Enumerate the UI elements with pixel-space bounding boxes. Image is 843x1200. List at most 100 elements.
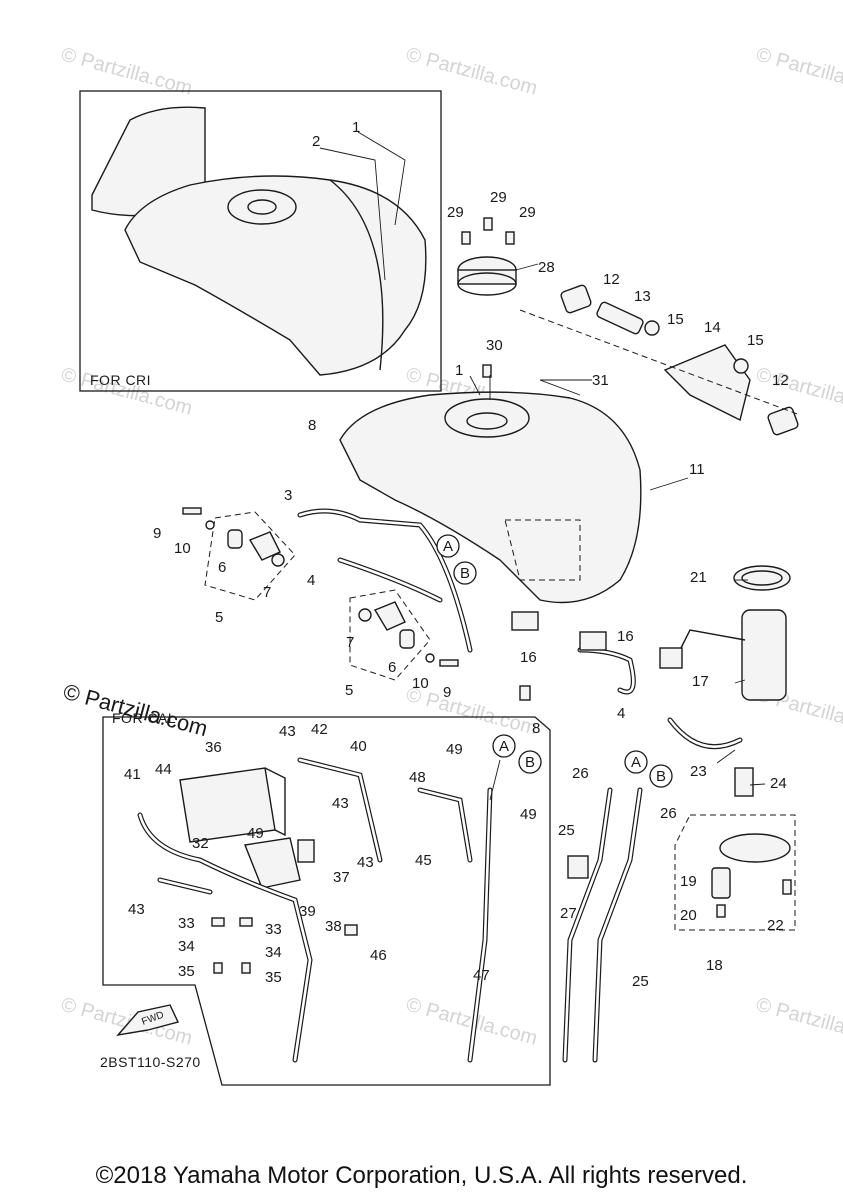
hose — [298, 509, 472, 652]
bolt-icon — [482, 364, 492, 378]
cal-box-label: FOR CAL — [112, 710, 176, 726]
callout-4: 4 — [617, 705, 625, 722]
bolt-icon — [344, 924, 358, 936]
watermark-text: © Partzilla.com — [754, 994, 843, 1050]
callout-1: 1 — [352, 119, 360, 136]
callout-1: 1 — [455, 362, 463, 379]
hose — [577, 647, 636, 695]
hose — [593, 788, 642, 1062]
filler-neck-inner — [466, 412, 508, 430]
retainer-ring-icon — [719, 833, 791, 863]
callout-28: 28 — [538, 259, 555, 276]
callout-29: 29 — [447, 204, 464, 221]
callout-40: 40 — [350, 738, 367, 755]
callout-43: 43 — [128, 901, 145, 918]
bolt-icon — [782, 879, 792, 895]
connector-b-marker — [453, 561, 477, 585]
callout-5: 5 — [345, 682, 353, 699]
callout-4: 4 — [307, 572, 315, 589]
callout-35: 35 — [178, 963, 195, 980]
damper-icon — [248, 531, 281, 561]
cap-ring-side — [457, 269, 517, 285]
copyright-notice: ©2018 Yamaha Motor Corporation, U.S.A. A… — [95, 1162, 748, 1189]
mount-group-outline — [204, 511, 296, 601]
fuel-cap-ring-assembly — [457, 217, 517, 378]
callout-45: 45 — [415, 852, 432, 869]
callout-47: 47 — [473, 967, 490, 984]
callout-10: 10 — [412, 675, 429, 692]
left-mount-upper — [182, 507, 296, 601]
damper-icon — [560, 284, 592, 314]
bolt-icon — [213, 962, 223, 974]
callout-6: 6 — [388, 659, 396, 676]
callout-7: 7 — [346, 634, 354, 651]
hose — [158, 878, 212, 894]
callout-11: 11 — [689, 461, 705, 478]
callout-12: 12 — [772, 372, 789, 389]
pump-opening-hidden — [504, 519, 581, 581]
regulator-icon — [711, 867, 731, 899]
connector-a-marker — [624, 750, 648, 774]
cal-frame — [102, 716, 551, 1086]
callout-8: 8 — [532, 720, 540, 737]
callout-31: 31 — [592, 372, 609, 389]
leader-line — [539, 379, 592, 396]
callout-20: 20 — [680, 907, 697, 924]
bolt-icon — [483, 217, 493, 231]
callout-6: 6 — [218, 559, 226, 576]
bolt-icon — [461, 231, 471, 245]
bracket-assembly — [519, 284, 801, 436]
callout-34: 34 — [178, 938, 195, 955]
hose — [418, 788, 472, 862]
bolt-icon — [182, 507, 202, 515]
damper-icon — [358, 608, 372, 622]
callout-49: 49 — [520, 806, 537, 823]
connector-markers: A B A B A B — [436, 534, 673, 788]
bolt-icon — [644, 320, 660, 336]
connector-b-label: B — [460, 565, 470, 582]
hose — [563, 788, 612, 1062]
callout-15: 15 — [747, 332, 764, 349]
callout-44: 44 — [155, 761, 172, 778]
callout-23: 23 — [690, 763, 707, 780]
diagram-code: 2BST110-S270 — [100, 1054, 201, 1070]
callout-48: 48 — [409, 769, 426, 786]
callout-37: 37 — [333, 869, 350, 886]
callout-26: 26 — [660, 805, 677, 822]
supply-hoses — [562, 787, 643, 1063]
cri-filler-cap-ring — [247, 199, 277, 215]
leader-line — [749, 783, 766, 786]
bolt-icon — [505, 231, 515, 245]
callout-42: 42 — [311, 721, 328, 738]
callout-16: 16 — [520, 649, 537, 666]
connector-b-marker — [649, 764, 673, 788]
fwd-arrow-icon — [116, 1004, 179, 1037]
callout-43: 43 — [332, 795, 349, 812]
callout-10: 10 — [174, 540, 191, 557]
leader-line — [716, 749, 736, 764]
fitting-icon — [734, 767, 754, 797]
collar-icon — [399, 629, 415, 649]
callout-13: 13 — [634, 288, 651, 305]
fuel-tank-body — [339, 391, 642, 604]
cri-fuel-tank — [124, 175, 427, 376]
damper-icon — [767, 406, 799, 436]
callout-18: 18 — [706, 957, 723, 974]
callout-25: 25 — [632, 973, 649, 990]
cal-inset-box: FOR CAL FWD 2BST110-S270 — [100, 710, 551, 1086]
callout-43: 43 — [357, 854, 374, 871]
callout-19: 19 — [680, 873, 697, 890]
callout-21: 21 — [690, 569, 707, 586]
callout-14: 14 — [704, 319, 721, 336]
hose — [578, 648, 635, 694]
callout-38: 38 — [325, 918, 342, 935]
canister-bracket — [244, 837, 301, 889]
hose — [138, 813, 312, 1062]
connector-a-marker — [492, 734, 516, 758]
leader-line — [649, 477, 689, 491]
callout-24: 24 — [770, 775, 787, 792]
leader-lines — [319, 131, 766, 801]
connector-a-label: A — [443, 538, 453, 555]
leader-line — [489, 759, 501, 801]
callout-29: 29 — [519, 204, 536, 221]
